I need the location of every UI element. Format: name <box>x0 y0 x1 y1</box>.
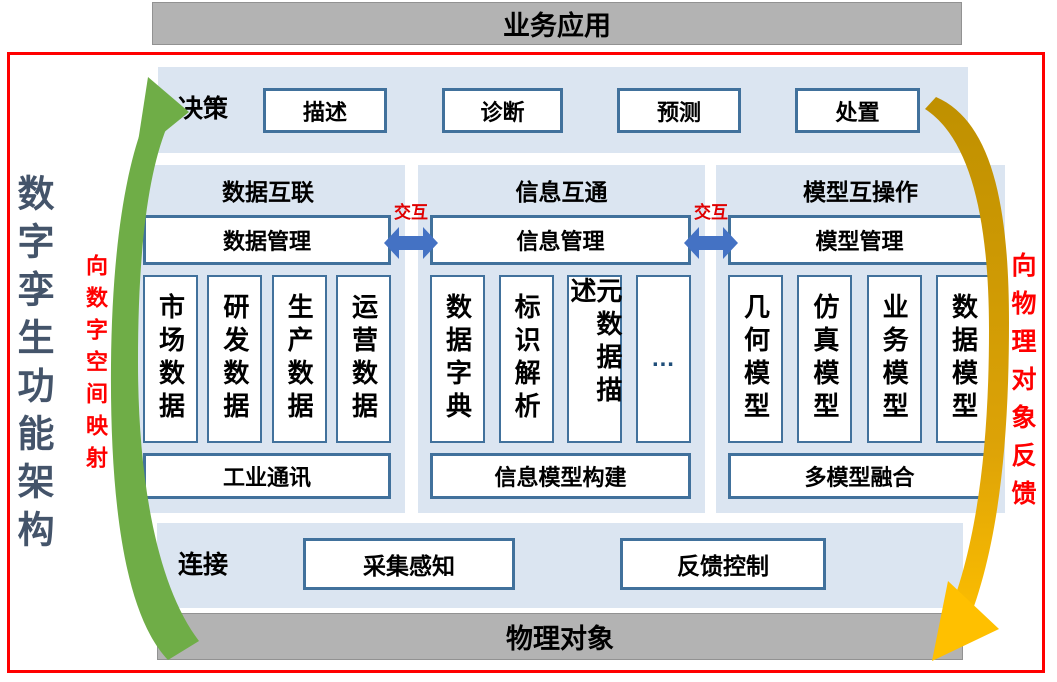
feedback-control-label: 反馈控制 <box>677 553 769 579</box>
model-management-box: 模型管理 <box>728 215 991 265</box>
interaction-connector-right: 交互 <box>684 204 738 263</box>
information-management-box: 信息管理 <box>430 215 691 265</box>
geometry-model-box: 几何模型 <box>728 275 783 443</box>
business-model-box: 业务模型 <box>866 275 922 443</box>
operation-data-box: 运营数据 <box>335 275 391 443</box>
acquisition-perception-label: 采集感知 <box>363 553 455 579</box>
decision-item-predict: 预测 <box>617 88 741 133</box>
decision-item-diagnose: 诊断 <box>442 88 563 133</box>
item-label: 业务模型 <box>879 293 910 425</box>
item-label: 生产数据 <box>284 293 315 425</box>
information-interchange-panel: 信息互通 信息管理 数据字典 标识解析 元数据描述 ... 信息模型构建 <box>418 165 705 513</box>
item-label: 市场数据 <box>155 293 186 425</box>
item-label: 元数据描述 <box>566 277 623 409</box>
decision-layer-panel: 决策 描述 诊断 预测 处置 <box>158 67 968 153</box>
item-label: 几何模型 <box>740 293 771 425</box>
business-application-bar: 业务应用 <box>152 2 962 45</box>
decision-label: 决策 <box>178 95 229 123</box>
item-label: 仿真模型 <box>809 293 840 425</box>
data-model-box: 数据模型 <box>935 275 991 443</box>
interaction-connector-left: 交互 <box>384 204 438 263</box>
business-application-label: 业务应用 <box>503 11 611 41</box>
feedback-control-box: 反馈控制 <box>620 538 826 590</box>
information-items-row: 数据字典 标识解析 元数据描述 ... <box>430 275 691 443</box>
model-interoperability-panel: 模型互操作 模型管理 几何模型 仿真模型 业务模型 数据模型 多模型融合 <box>716 165 1005 513</box>
item-label: 数据模型 <box>948 293 979 425</box>
identifier-resolution-box: 标识解析 <box>498 275 554 443</box>
data-dictionary-box: 数据字典 <box>430 275 485 443</box>
double-arrow-icon <box>384 227 438 259</box>
metadata-description-box: 元数据描述 <box>566 275 623 443</box>
physical-object-bar: 物理对象 <box>157 613 963 660</box>
data-management-box: 数据管理 <box>143 215 391 265</box>
data-interconnection-panel: 数据互联 数据管理 市场数据 研发数据 生产数据 运营数据 工业通讯 <box>131 165 405 513</box>
information-model-building-label: 信息模型构建 <box>494 465 627 490</box>
simulation-model-box: 仿真模型 <box>797 275 853 443</box>
multi-model-fusion-box: 多模型融合 <box>728 453 991 499</box>
to-physical-object-feedback-label: 向物理对象反馈 <box>1008 252 1036 518</box>
physical-object-label: 物理对象 <box>506 624 614 654</box>
acquisition-perception-box: 采集感知 <box>303 538 515 590</box>
interaction-label: 交互 <box>694 203 728 222</box>
item-label: 研发数据 <box>219 293 250 425</box>
decision-item-label: 处置 <box>835 99 880 125</box>
decision-item-label: 预测 <box>656 99 701 125</box>
model-items-row: 几何模型 仿真模型 业务模型 数据模型 <box>728 275 991 443</box>
rnd-data-box: 研发数据 <box>207 275 263 443</box>
more-items-box: ... <box>635 275 691 443</box>
ellipsis-label: ... <box>651 345 675 372</box>
to-digital-space-mapping-label: 向数字空间映射 <box>83 254 108 478</box>
data-management-label: 数据管理 <box>222 229 311 254</box>
double-arrow-icon <box>684 227 738 259</box>
decision-item-label: 诊断 <box>480 99 525 125</box>
connection-layer-panel: 连接 采集感知 反馈控制 <box>157 523 963 608</box>
architecture-boundary-frame <box>7 52 1045 673</box>
item-label: 运营数据 <box>348 293 379 425</box>
production-data-box: 生产数据 <box>271 275 327 443</box>
interaction-label: 交互 <box>394 203 428 222</box>
item-label: 数据字典 <box>442 293 473 425</box>
data-items-row: 市场数据 研发数据 生产数据 运营数据 <box>143 275 391 443</box>
decision-item-describe: 描述 <box>263 88 387 133</box>
column-header-information: 信息互通 <box>515 179 608 205</box>
decision-item-dispose: 处置 <box>795 88 920 133</box>
decision-item-label: 描述 <box>302 99 347 125</box>
multi-model-fusion-label: 多模型融合 <box>804 465 915 490</box>
connection-label: 连接 <box>178 551 229 579</box>
model-management-label: 模型管理 <box>815 229 904 254</box>
industrial-communication-label: 工业通讯 <box>222 465 311 490</box>
industrial-communication-box: 工业通讯 <box>143 453 391 499</box>
market-data-box: 市场数据 <box>143 275 198 443</box>
column-header-data: 数据互联 <box>222 179 314 205</box>
information-model-building-box: 信息模型构建 <box>430 453 691 499</box>
diagram-title: 数字孪生功能架构 <box>12 174 53 558</box>
column-header-model: 模型互操作 <box>803 179 918 205</box>
information-management-label: 信息管理 <box>516 229 605 254</box>
item-label: 标识解析 <box>511 293 542 425</box>
